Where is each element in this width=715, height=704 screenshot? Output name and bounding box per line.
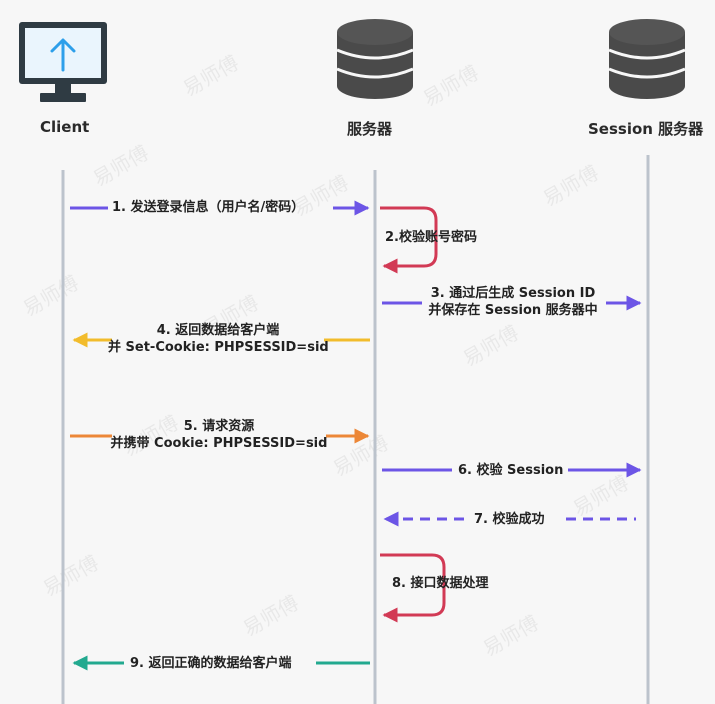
message-1: 1. 发送登录信息（用户名/密码） [112,200,305,215]
message-3: 3. 通过后生成 Session ID 并保存在 Session 服务器中 [418,285,608,319]
message-8: 8. 接口数据处理 [392,576,489,591]
database-icon [336,19,414,99]
message-9: 9. 返回正确的数据给客户端 [130,656,292,671]
arrow-8-loop [380,553,446,623]
message-3-line-1: 3. 通过后生成 Session ID [430,286,596,301]
message-5-line-2: 并携带 Cookie: PHPSESSID=sid [110,436,328,451]
monitor-icon [19,22,107,102]
session-database-icon [608,19,686,99]
arrow-2-loop [380,206,438,274]
message-2: 2.校验账号密码 [385,230,477,245]
message-5-line-1: 5. 请求资源 [183,419,255,434]
message-4-line-2: 并 Set-Cookie: PHPSESSID=sid [108,340,329,355]
message-7: 7. 校验成功 [474,512,545,527]
message-6: 6. 校验 Session [458,463,564,478]
message-4: 4. 返回数据给客户端 并 Set-Cookie: PHPSESSID=sid [108,322,329,356]
message-3-line-2: 并保存在 Session 服务器中 [428,303,598,318]
server-label: 服务器 [347,120,393,138]
message-5: 5. 请求资源 并携带 Cookie: PHPSESSID=sid [108,418,330,452]
session-server-label: Session 服务器 [588,120,704,138]
client-label: Client [40,118,90,136]
message-4-line-1: 4. 返回数据给客户端 [156,323,280,338]
